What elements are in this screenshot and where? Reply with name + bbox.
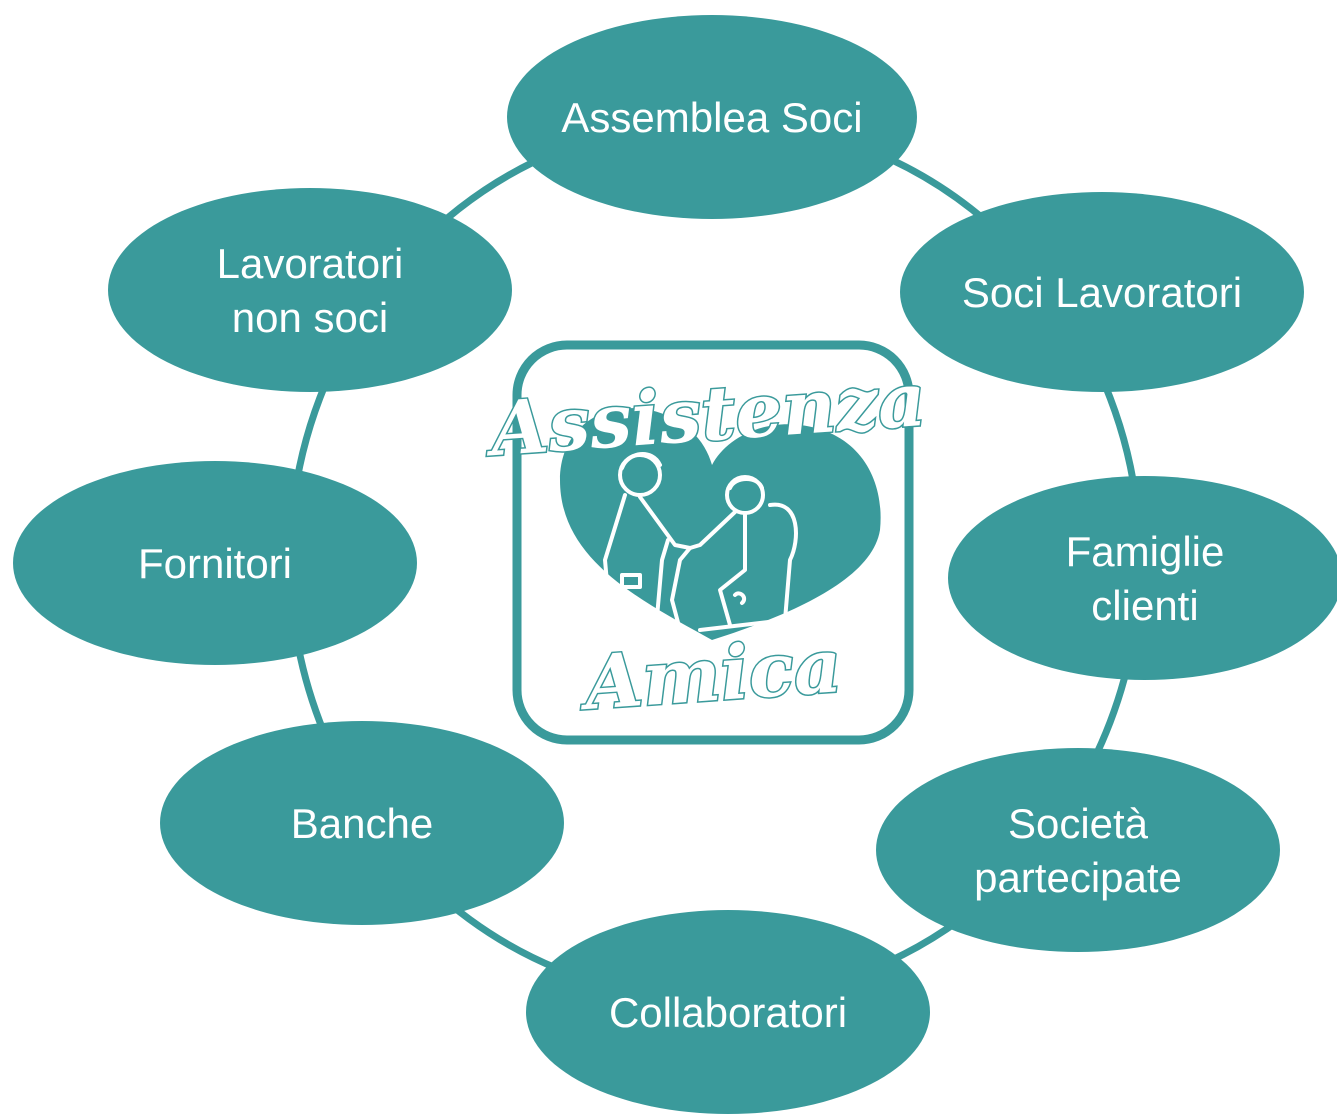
node-societa-partecipate: Società partecipate bbox=[876, 748, 1280, 952]
node-assemblea-soci: Assemblea Soci bbox=[507, 15, 917, 219]
node-ellipse-fornitori bbox=[13, 461, 417, 665]
node-banche: Banche bbox=[160, 721, 564, 925]
node-ellipse-famiglie-clienti bbox=[948, 476, 1337, 680]
nurse-patient-illustration bbox=[603, 452, 798, 642]
node-ellipse-banche bbox=[160, 721, 564, 925]
center-logo: Assistenza Amica bbox=[481, 340, 930, 745]
node-label-lavoratori-non-soci-line-2: non soci bbox=[232, 294, 388, 341]
node-label-famiglie-clienti-line-2: clienti bbox=[1091, 582, 1198, 629]
node-ellipse-societa-partecipate bbox=[876, 748, 1280, 952]
node-label-societa-partecipate-line-2: partecipate bbox=[974, 854, 1182, 901]
node-ellipse-assemblea-soci bbox=[507, 15, 917, 219]
node-label-fornitori: Fornitori bbox=[138, 540, 292, 587]
node-fornitori: Fornitori bbox=[13, 461, 417, 665]
node-label-assemblea-soci: Assemblea Soci bbox=[561, 94, 862, 141]
node-collaboratori: Collaboratori bbox=[526, 910, 930, 1114]
node-label-famiglie-clienti-line-1: Famiglie bbox=[1066, 528, 1225, 575]
node-lavoratori-non-soci: Lavoratori non soci bbox=[108, 188, 512, 392]
node-ellipse-lavoratori-non-soci bbox=[108, 188, 512, 392]
node-label-soci-lavoratori: Soci Lavoratori bbox=[962, 269, 1242, 316]
logo-word-bottom: Amica bbox=[576, 623, 844, 727]
node-ellipse-collaboratori bbox=[526, 910, 930, 1114]
node-label-banche: Banche bbox=[291, 800, 433, 847]
node-label-lavoratori-non-soci-line-1: Lavoratori bbox=[217, 240, 404, 287]
node-famiglie-clienti: Famiglie clienti bbox=[948, 476, 1337, 680]
node-soci-lavoratori: Soci Lavoratori bbox=[900, 192, 1304, 392]
node-label-societa-partecipate-line-1: Società bbox=[1008, 800, 1149, 847]
node-label-collaboratori: Collaboratori bbox=[609, 989, 847, 1036]
node-ellipse-soci-lavoratori bbox=[900, 192, 1304, 392]
